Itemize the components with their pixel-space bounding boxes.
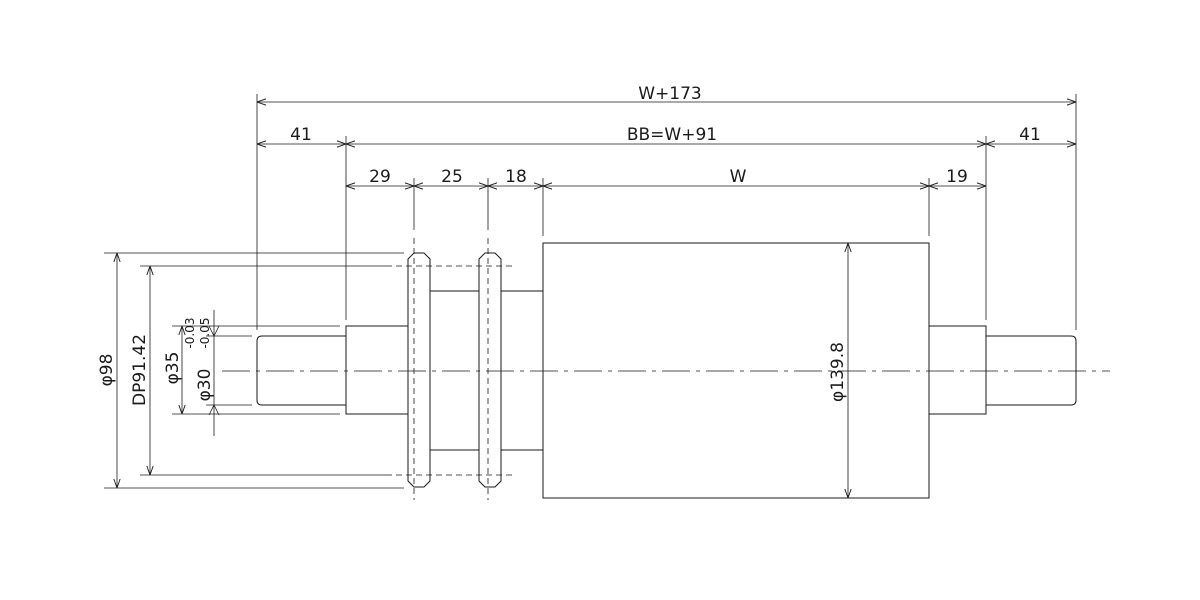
dim-tolerance-lower: -0.05: [198, 317, 212, 348]
dim-roll-dia-label: φ139.8: [828, 342, 848, 402]
dim-dp-label: DP91.42: [130, 334, 150, 406]
dim-seg25-label: 25: [441, 167, 463, 187]
dim-roll-width-label: W: [730, 167, 747, 187]
dim-dia30-arrow-bottom: [208, 404, 220, 416]
dim-left-shaft-label: 41: [290, 125, 312, 145]
roller-body: [542, 242, 930, 499]
dim-dia98-label: φ98: [97, 354, 117, 387]
dim-seg18-label: 18: [505, 167, 527, 187]
dim-overall-label: W+173: [638, 84, 702, 104]
dim-dia30-label: φ30: [195, 369, 215, 402]
left-shaft-end: [256, 335, 346, 406]
dim-seg29-label: 29: [369, 167, 391, 187]
dim-dia35-label: φ35: [163, 352, 183, 385]
sprocket-left: [407, 252, 431, 488]
dim-tolerance-upper: -0.03: [183, 317, 197, 348]
diameter-dimensions: φ98 DP91.42 φ35 φ30 -0.03 -0.05 φ139.8: [97, 243, 848, 498]
right-shaft-end: [986, 335, 1077, 406]
right-shaft-step: [928, 325, 987, 415]
horizontal-dimensions: W+173 41 BB=W+91 41 29 25 18 W 19: [257, 84, 1076, 187]
sprocket-right: [478, 252, 502, 488]
dim-bearing-span-label: BB=W+91: [627, 125, 717, 145]
sprocket-hidden-lines: [386, 238, 512, 500]
dim-seg19-label: 19: [946, 167, 968, 187]
left-shaft-step: [345, 325, 409, 415]
extension-lines: [104, 94, 1077, 489]
dim-right-shaft-label: 41: [1019, 125, 1041, 145]
dim-dia30-arrow-top: [208, 325, 220, 337]
part-outline: [256, 242, 1077, 499]
